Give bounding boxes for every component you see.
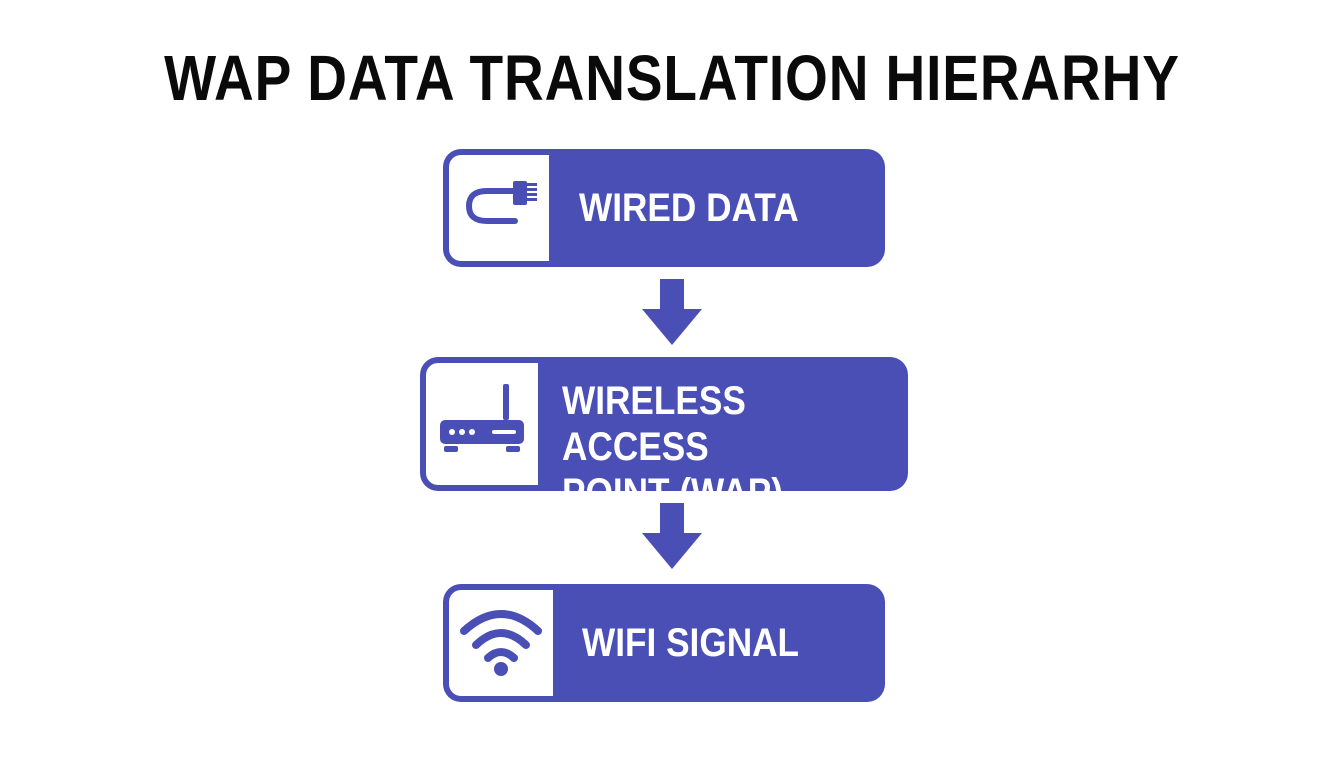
node-wireless-access-point: WIRELESS ACCESS POINT (WAP) bbox=[420, 357, 908, 515]
down-arrow-icon bbox=[642, 503, 702, 569]
node-label: WIFI SIGNAL bbox=[582, 621, 800, 665]
down-arrow-icon bbox=[642, 279, 702, 345]
node-label: WIRED DATA bbox=[579, 186, 799, 230]
icon-panel bbox=[449, 590, 553, 696]
ethernet-cable-icon bbox=[457, 171, 541, 246]
node-wifi-signal: WIFI SIGNAL bbox=[443, 584, 885, 702]
icon-panel bbox=[426, 363, 538, 485]
node-wired-data: WIRED DATA bbox=[443, 149, 885, 267]
icon-panel bbox=[449, 155, 549, 261]
node-label: WIRELESS ACCESS POINT (WAP) bbox=[562, 379, 783, 515]
router-icon bbox=[434, 382, 530, 467]
diagram-title: WAP DATA TRANSLATION HIERARHY bbox=[164, 42, 1180, 114]
wifi-icon bbox=[458, 603, 544, 684]
